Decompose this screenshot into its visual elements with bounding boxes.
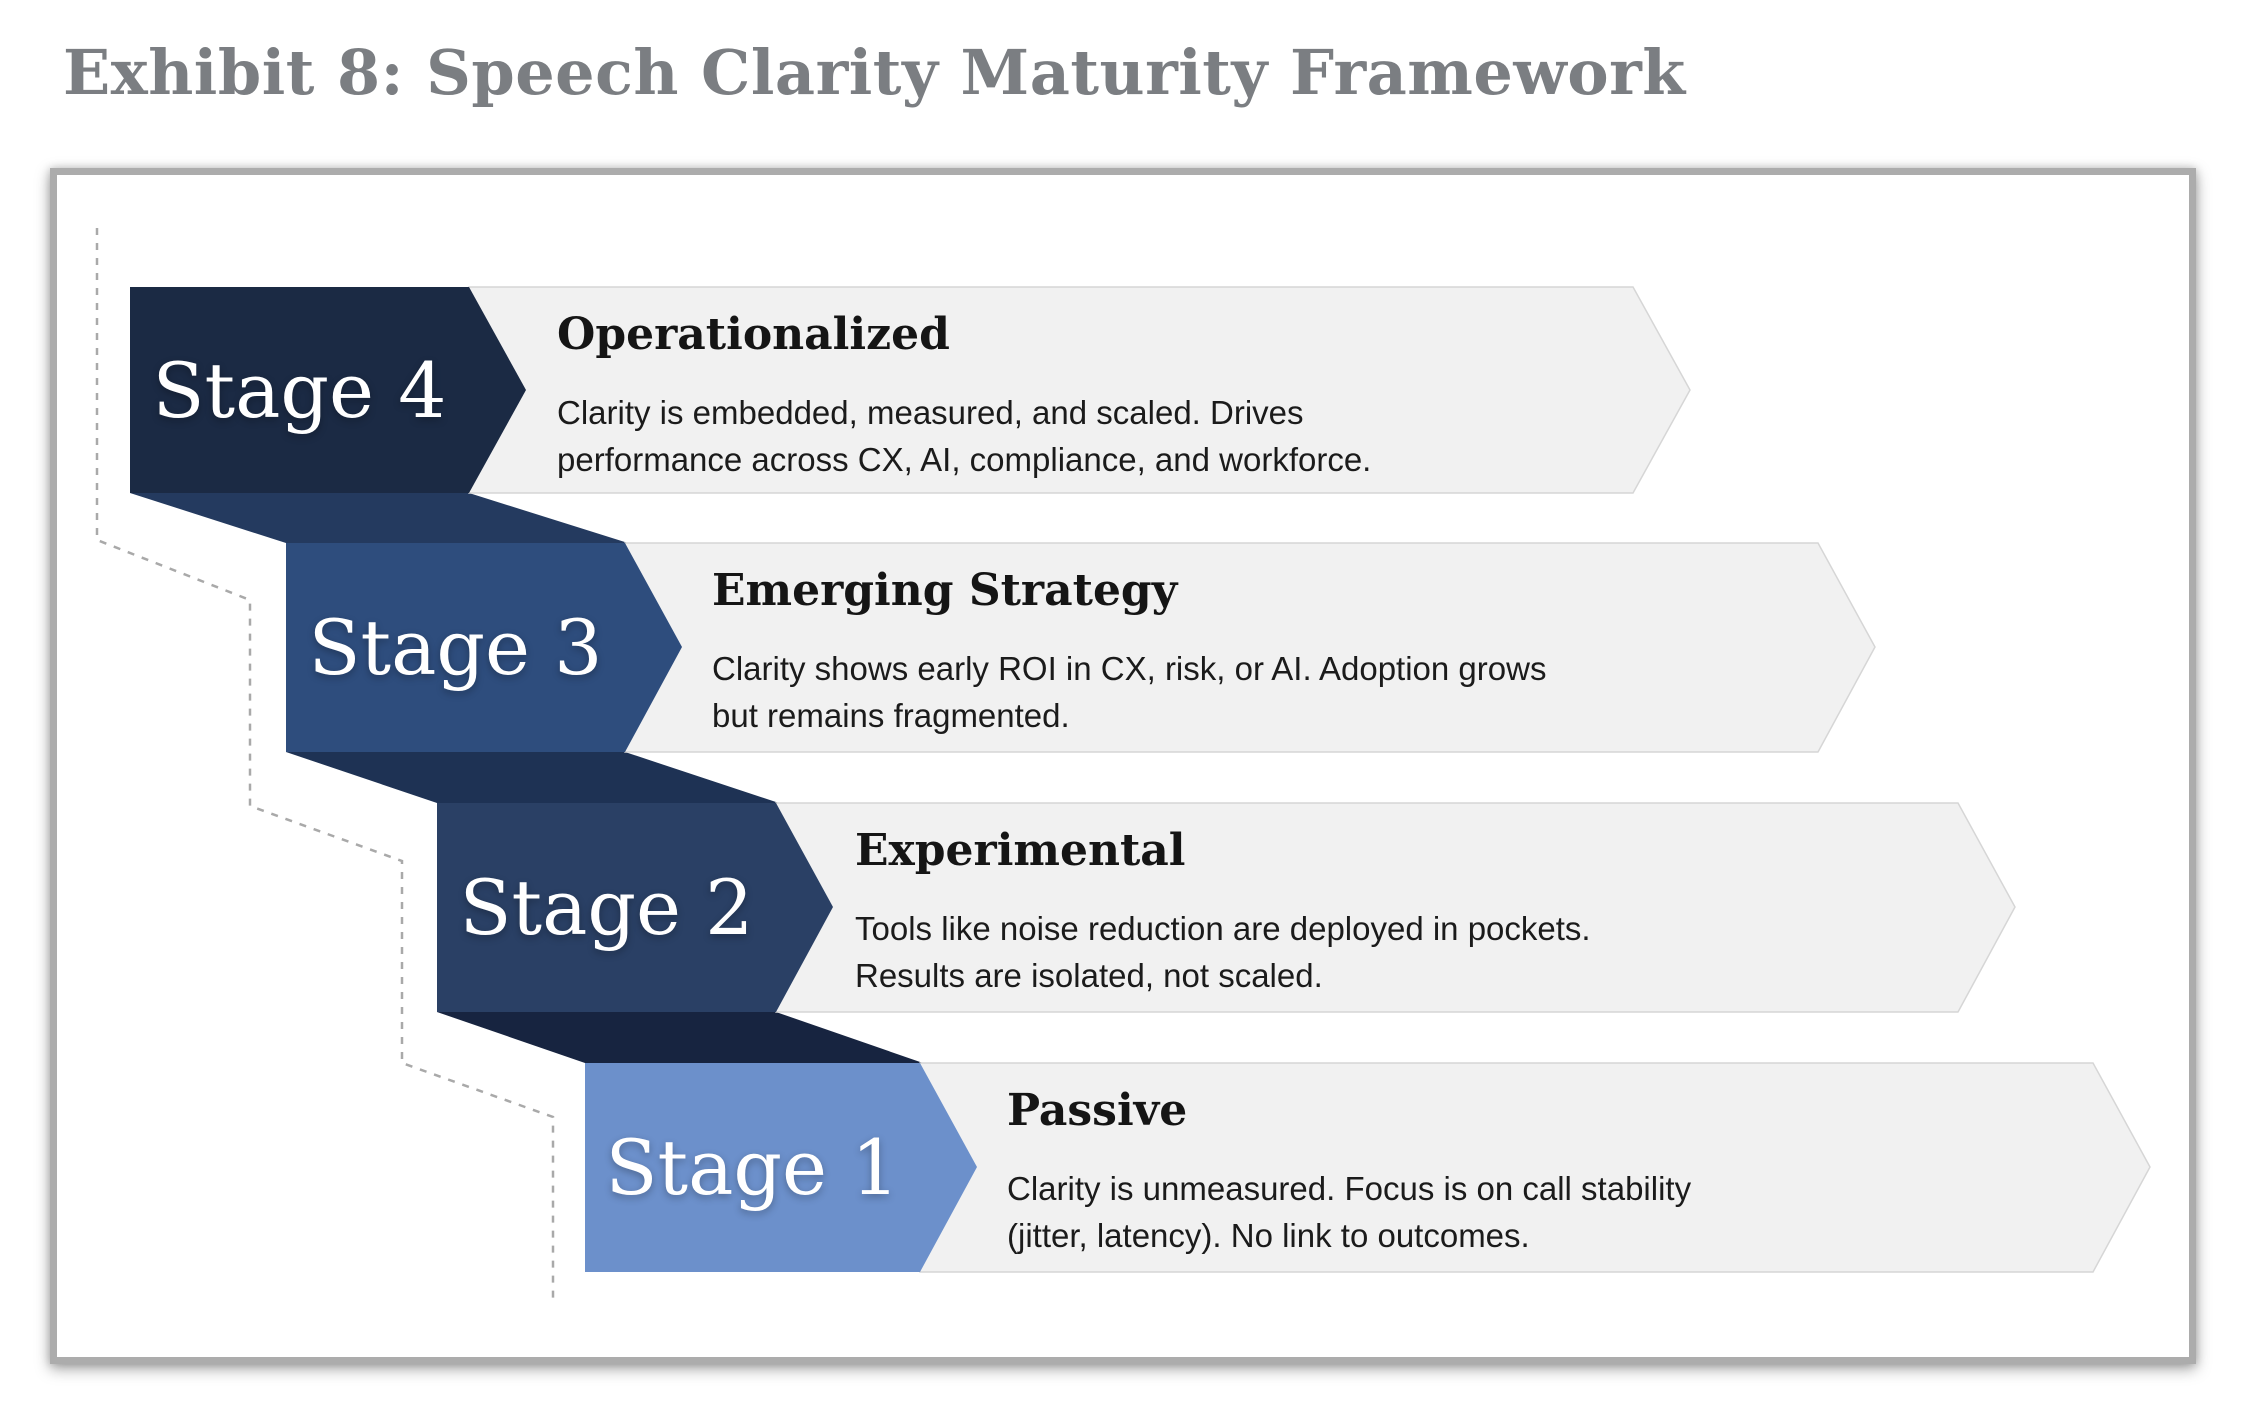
stage4-description: Clarity is embedded, measured, and scale… bbox=[557, 389, 1371, 483]
stage3-description: Clarity shows early ROI in CX, risk, or … bbox=[712, 645, 1546, 739]
stage2-description-line2: Results are isolated, not scaled. bbox=[855, 957, 1323, 994]
stage4-description-line1: Clarity is embedded, measured, and scale… bbox=[557, 394, 1304, 431]
stage1-banner-text: Passive Clarity is unmeasured. Focus is … bbox=[1007, 1081, 1691, 1259]
stage1-description-line2: (jitter, latency). No link to outcomes. bbox=[1007, 1217, 1530, 1254]
fold-stage3-to-stage2 bbox=[286, 752, 779, 803]
chevron-stage4 bbox=[130, 287, 526, 493]
stage4-description-line2: performance across CX, AI, compliance, a… bbox=[557, 441, 1372, 478]
page-title: Exhibit 8: Speech Clarity Maturity Frame… bbox=[63, 36, 1686, 109]
chevron-stage2 bbox=[437, 803, 833, 1012]
stage2-title: Experimental bbox=[855, 825, 1186, 876]
stage1-title: Passive bbox=[1007, 1085, 1188, 1136]
stage4-banner-text: Operationalized Clarity is embedded, mea… bbox=[557, 305, 1371, 483]
stage1-description-line1: Clarity is unmeasured. Focus is on call … bbox=[1007, 1170, 1692, 1207]
stage2-banner-text: Experimental Tools like noise reduction … bbox=[855, 821, 1591, 999]
fold-stage4-to-stage3 bbox=[130, 493, 628, 543]
fold-stage2-to-stage1 bbox=[437, 1012, 923, 1063]
chevron-stage1 bbox=[585, 1063, 977, 1272]
stage3-description-line2: but remains fragmented. bbox=[712, 697, 1070, 734]
chevron-stage3 bbox=[286, 543, 682, 752]
stage4-title: Operationalized bbox=[557, 309, 950, 360]
stage2-description-line1: Tools like noise reduction are deployed … bbox=[855, 910, 1591, 947]
stage3-title: Emerging Strategy bbox=[712, 565, 1178, 616]
stage1-description: Clarity is unmeasured. Focus is on call … bbox=[1007, 1165, 1691, 1259]
stage3-description-line1: Clarity shows early ROI in CX, risk, or … bbox=[712, 650, 1547, 687]
stage2-description: Tools like noise reduction are deployed … bbox=[855, 905, 1591, 999]
stage3-banner-text: Emerging Strategy Clarity shows early RO… bbox=[712, 561, 1546, 739]
